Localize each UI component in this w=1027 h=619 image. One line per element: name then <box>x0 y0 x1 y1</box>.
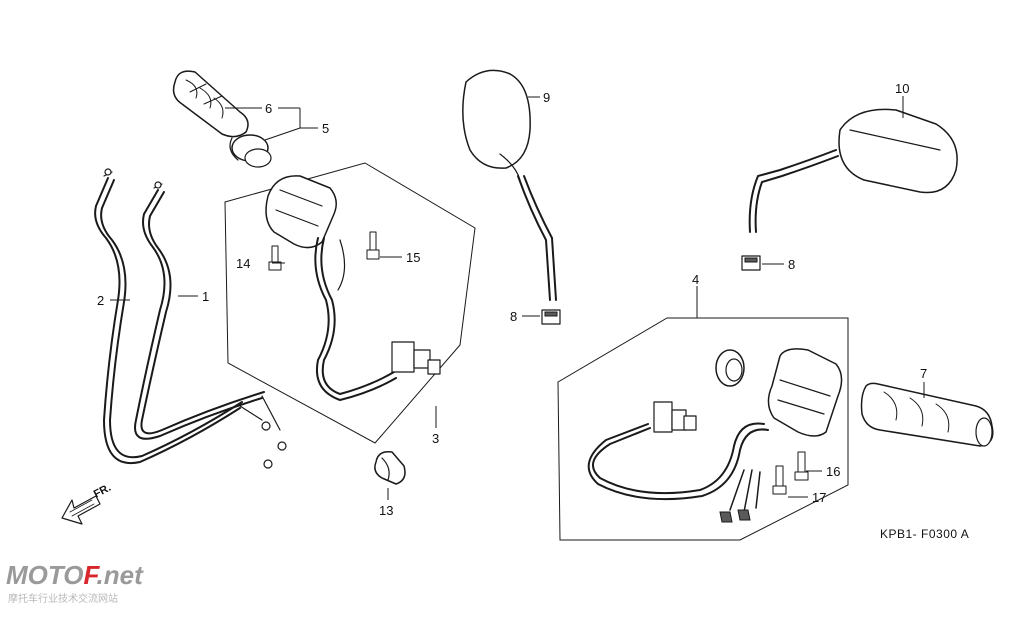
direction-label: FR. <box>92 482 113 501</box>
left-switch-group-box <box>557 317 849 541</box>
callout-8-left: 8 <box>510 309 517 324</box>
callout-7: 7 <box>920 366 927 381</box>
callout-13: 13 <box>379 503 393 518</box>
callout-labels: 1 2 3 4 5 6 7 8 8 9 10 13 14 15 16 17 <box>97 81 927 518</box>
callout-10: 10 <box>895 81 909 96</box>
right-handle-switch <box>265 175 441 401</box>
svg-text:MOTOF.net: MOTOF.net <box>6 560 144 590</box>
leader-lines <box>110 96 925 500</box>
callout-14: 14 <box>236 256 250 271</box>
screw-16 <box>794 451 809 481</box>
right-switch-group-box <box>224 162 476 444</box>
left-handle-switch <box>587 348 843 523</box>
watermark-subtitle: 摩托车行业技术交流网站 <box>8 592 118 605</box>
callout-5: 5 <box>322 121 329 136</box>
screw-14 <box>268 245 282 271</box>
left-mirror <box>462 69 557 301</box>
nut-8-left <box>541 309 561 325</box>
watermark-brand-a: MOTO <box>6 560 84 590</box>
callout-15: 15 <box>406 250 420 265</box>
callout-3: 3 <box>432 431 439 446</box>
right-mirror <box>748 108 958 233</box>
diagram-code: KPB1- F0300 A <box>880 527 969 541</box>
callout-2: 2 <box>97 293 104 308</box>
callout-8-right: 8 <box>788 257 795 272</box>
nut-8-right <box>741 255 761 271</box>
throttle-cables <box>94 168 287 469</box>
clamp-13 <box>374 450 406 485</box>
callout-16: 16 <box>826 464 840 479</box>
screw-17 <box>772 465 787 495</box>
callout-9: 9 <box>543 90 550 105</box>
front-direction-arrow <box>61 495 101 525</box>
screw-15 <box>366 231 380 260</box>
callout-4: 4 <box>692 272 699 287</box>
watermark-brand-c: .net <box>97 560 145 590</box>
throttle-grip-assembly <box>172 70 272 168</box>
callout-17: 17 <box>812 490 826 505</box>
watermark-logo: MOTOF.net 摩托车行业技术交流网站 <box>6 560 144 605</box>
watermark-brand-b: F <box>84 560 101 590</box>
left-grip <box>860 382 994 447</box>
callout-6: 6 <box>265 101 272 116</box>
callout-1: 1 <box>202 289 209 304</box>
